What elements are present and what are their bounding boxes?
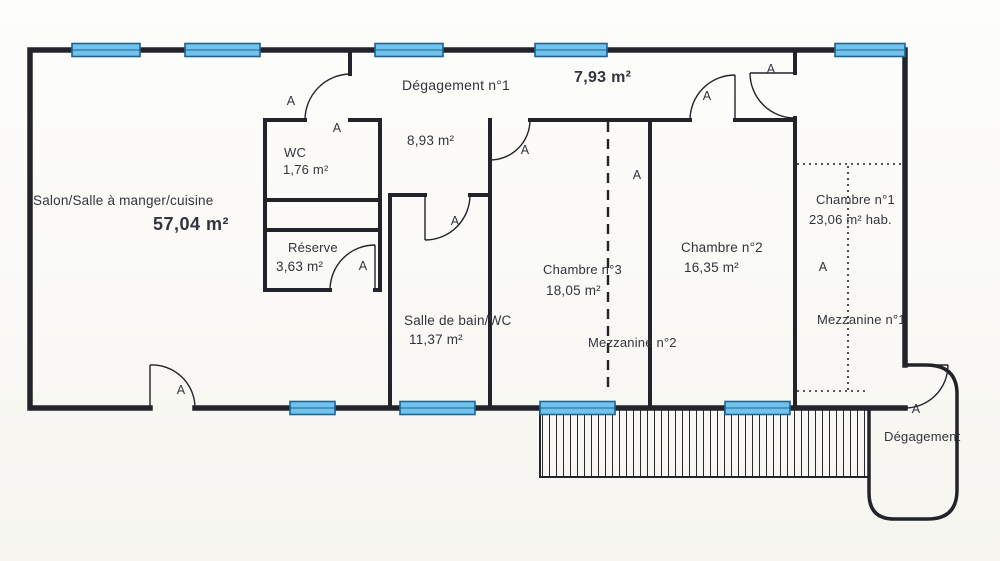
room-area-salon: 57,04 m² [153,214,230,234]
door-label: A [358,259,368,273]
room-label-degagement2: Dégagement [884,429,961,444]
room-area-chambre2: 16,35 m² [684,260,739,275]
door-label: A [520,143,530,157]
window [71,42,906,58]
door-label: A [702,89,712,103]
room-label-chambre2: Chambre n°2 [681,240,763,255]
room-label-chambre1: Chambre n°1 [816,192,895,207]
room-label-salon: Salon/Salle à manger/cuisine [33,193,214,208]
door-label: A [176,383,186,397]
room-label-degagement1: Dégagement n°1 [402,77,511,93]
window [289,400,791,416]
interior-walls [263,50,797,410]
room-area-reserve: 3,63 m² [276,259,324,274]
door-label: A [450,214,460,228]
room-area-salle-de-bain: 11,37 m² [409,332,463,347]
door-label: A [632,168,642,182]
room-area-degagement1: 7,93 m² [574,69,632,86]
exterior-walls [27,47,908,411]
room-area-wc: 1,76 m² [283,162,329,177]
room-area-chambre3: 18,05 m² [546,283,601,298]
room-area2-degagement1: 8,93 m² [407,133,455,148]
room-label-wc: WC [284,145,307,160]
room-label-chambre3: Chambre n°3 [543,262,622,277]
door-label: A [766,62,776,76]
door-label: A [332,121,342,135]
mezzanine1-dotted-lines [797,163,903,392]
door-label: A [286,94,296,108]
room-label-mezzanine2: Mezzanine n°2 [588,335,677,350]
stairs-outline [539,408,869,478]
door-label: A [911,402,921,416]
door-arcs [149,72,949,409]
room-label-salle-de-bain: Salle de bain/WC [404,313,512,328]
room-label-mezzanine1: Mezzanine n°1 [817,312,906,327]
door-label: A [818,260,828,274]
room-area-chambre1: 23,06 m² hab. [809,212,892,227]
stairs-hatch [541,410,868,476]
room-label-reserve: Réserve [288,240,338,255]
